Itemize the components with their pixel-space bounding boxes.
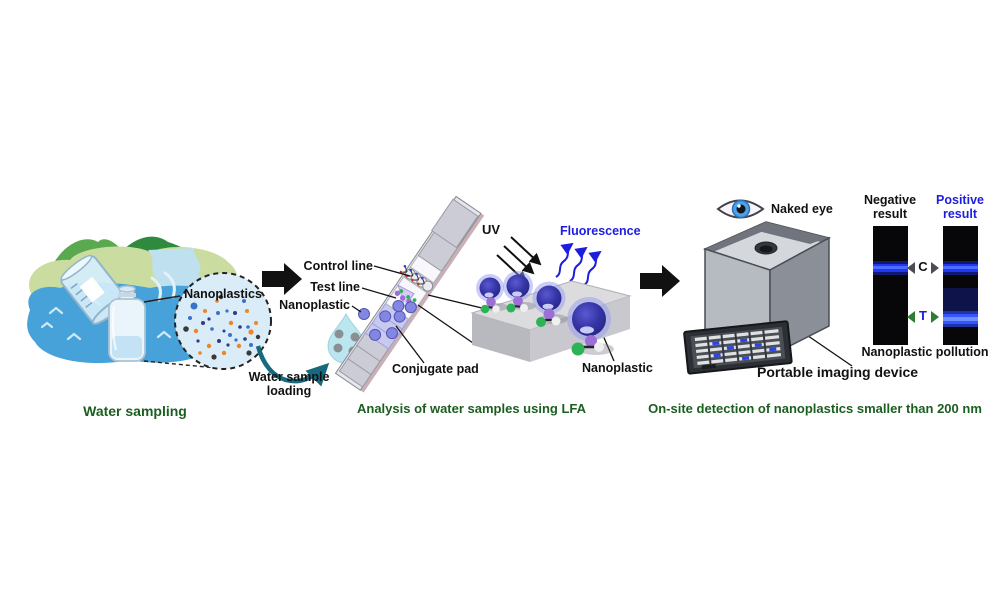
negative-result-title: Negative result (863, 193, 917, 222)
marker-triangles (907, 262, 939, 323)
magnifier-label: Nanoplastics (184, 287, 262, 301)
control-line-label: Control line (303, 259, 373, 273)
test-marker: T (919, 308, 927, 323)
labeled-nanoplastic-sphere (358, 308, 370, 320)
naked-eye-label: Naked eye (771, 202, 833, 216)
flow-arrow-2 (640, 265, 680, 297)
conjugate-spheres (369, 300, 417, 341)
nanoplastic-sphere-label: Nanoplastic (582, 361, 653, 375)
tray-strips (694, 329, 782, 370)
caption-detection: On-site detection of nanoplastics smalle… (648, 401, 982, 416)
water-scene (27, 236, 330, 387)
nanoplastic-label: Nanoplastic (279, 298, 350, 312)
device-label: Portable imaging device (757, 364, 919, 380)
nanoplastic-dots (183, 294, 261, 360)
fluorescence-label: Fluorescence (560, 224, 641, 238)
sample-bottle (108, 285, 146, 362)
absorbent-pad (417, 198, 479, 272)
sample-pad (338, 330, 391, 388)
flow-arrow-1 (262, 263, 302, 295)
result-strip-negative (873, 226, 908, 345)
positive-result-title: Positive result (936, 193, 984, 222)
loading-label: Water sample loading (248, 370, 330, 399)
test-line-label: Test line (310, 280, 360, 294)
caption-lfa: Analysis of water samples using LFA (357, 401, 587, 416)
uv-label: UV (482, 222, 501, 237)
device-tray (683, 320, 793, 375)
result-strip-positive (943, 226, 978, 345)
molecule-platform (470, 271, 632, 362)
fluorescence-arrows (555, 242, 602, 286)
naked-eye-icon (716, 199, 765, 219)
pollution-label: Nanoplastic pollution (861, 345, 989, 359)
lfa-strip (334, 195, 485, 393)
labeled-molecule (476, 271, 611, 356)
magnifier (174, 272, 272, 370)
conjugate-pad-label: Conjugate pad (392, 362, 479, 376)
stream-swooshes (150, 271, 176, 302)
control-line (399, 264, 435, 294)
control-marker: C (918, 259, 928, 274)
caption-water-sampling: Water sampling (83, 403, 187, 419)
loading-arrow (255, 345, 330, 387)
magnifier-line-top (143, 295, 181, 303)
